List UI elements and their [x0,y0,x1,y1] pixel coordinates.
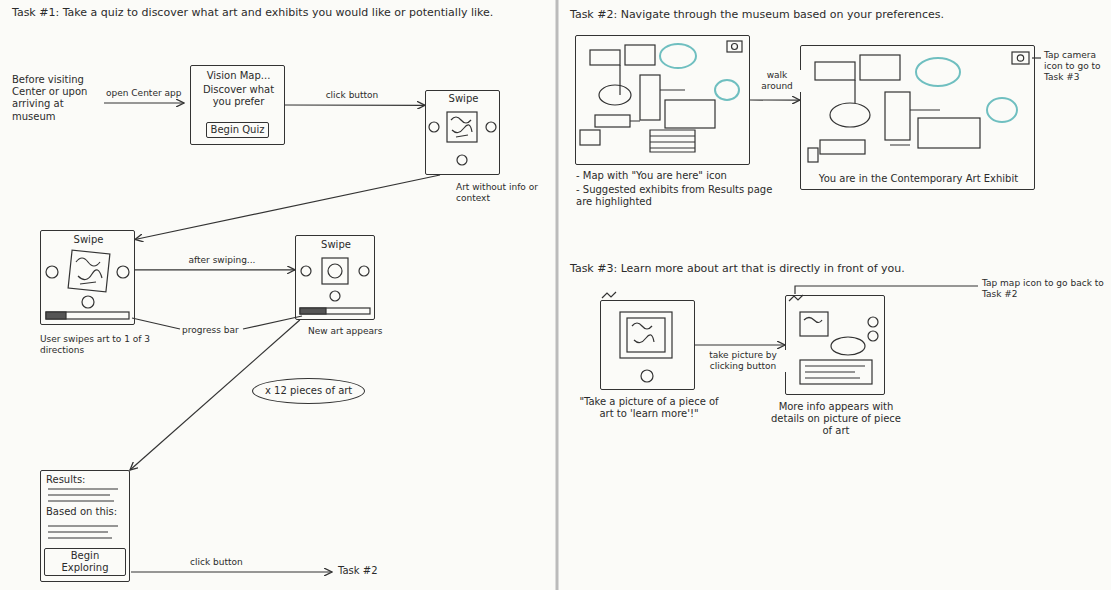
note-label: Task #1: Take a quiz to discover what ar… [12,6,552,19]
map-screen: You are in the Contemporary Art Exhibit [800,45,1035,190]
node-text: More info appears with details on pictur… [766,401,906,437]
node-text: Swipe [429,93,498,105]
leader-line [1032,57,1041,58]
node-text: Begin Quiz [211,124,265,136]
camera-screen: "Take a picture of a piece of art to 'le… [600,300,695,390]
button: Begin Quiz [206,122,270,138]
flow-arrow [695,344,785,345]
node-text: Results: [46,474,128,486]
edge-label: take picture by clicking button [700,350,786,372]
phone-screen: Vision Map... Discover what you preferBeg… [190,65,285,145]
note-label: click button [190,557,270,568]
node-text: - Suggested exhibits from Results page a… [576,184,776,208]
note-label: progress bar [182,325,244,336]
node-text: Swipe [299,239,373,251]
info-view-sketch [789,295,878,384]
edge-label: click button [295,90,409,101]
leader-line [243,316,302,329]
map-screen: - Map with "You are here" icon- Suggeste… [575,35,750,165]
phone-screen: Swipe [425,90,500,175]
note-label: Task #2: Navigate through the museum bas… [570,8,1100,21]
phone-screen: Results: Based on this: Begin Exploring [40,470,130,582]
node-text: Vision Map... [194,70,283,82]
note-label: User swipes art to 1 of 3 directions [40,334,165,356]
note-label: New art appears [308,326,390,337]
phone-screen: Swipe [295,235,375,320]
note-label: Task #2 [338,565,393,577]
artwork-sketch [429,112,496,165]
artwork-sketch [300,258,370,314]
flow-arrow [131,571,332,572]
note-label: open Center app [106,88,186,99]
flow-arrow [285,104,425,106]
button: Begin Exploring [44,548,126,576]
node-text: Discover what you prefer [194,84,283,108]
museum-map-sketch [808,52,1029,162]
note-label: Task #3: Learn more about art that is di… [570,262,1100,275]
node-text: Begin Exploring [49,550,121,574]
info-screen: More info appears with details on pictur… [785,295,885,395]
node-text: Based on this: [46,506,128,518]
phone-screen: Swipe [40,230,135,325]
node-text: x 12 pieces of art [265,385,352,397]
note-label: Tap camera icon to go to Task #3 [1044,50,1108,83]
camera-view-sketch [602,292,672,382]
flow-arrow [104,102,184,103]
leader-line [795,286,978,294]
node-text: You are in the Contemporary Art Exhibit [804,173,1033,185]
node-text: - Map with "You are here" icon [576,170,776,182]
edge-label: walk around [752,70,802,92]
node-text: Swipe [44,234,133,246]
flow-arrow [135,269,295,270]
node-text: "Take a picture of a piece of art to 'le… [579,396,719,420]
edge-label: after swiping... [165,255,279,266]
flow-arrow [135,175,440,240]
artwork-sketch [46,250,129,319]
note-label: Before visiting Center or upon arriving … [12,74,104,123]
note-label: Tap map icon to go back to Task #2 [982,278,1104,300]
leader-line [132,318,180,329]
repeat-ellipse: x 12 pieces of art [252,378,365,404]
page-divider [557,0,558,590]
museum-map-sketch [580,41,742,152]
flow-arrow [750,99,800,100]
note-label: Art without info or context [456,182,551,204]
